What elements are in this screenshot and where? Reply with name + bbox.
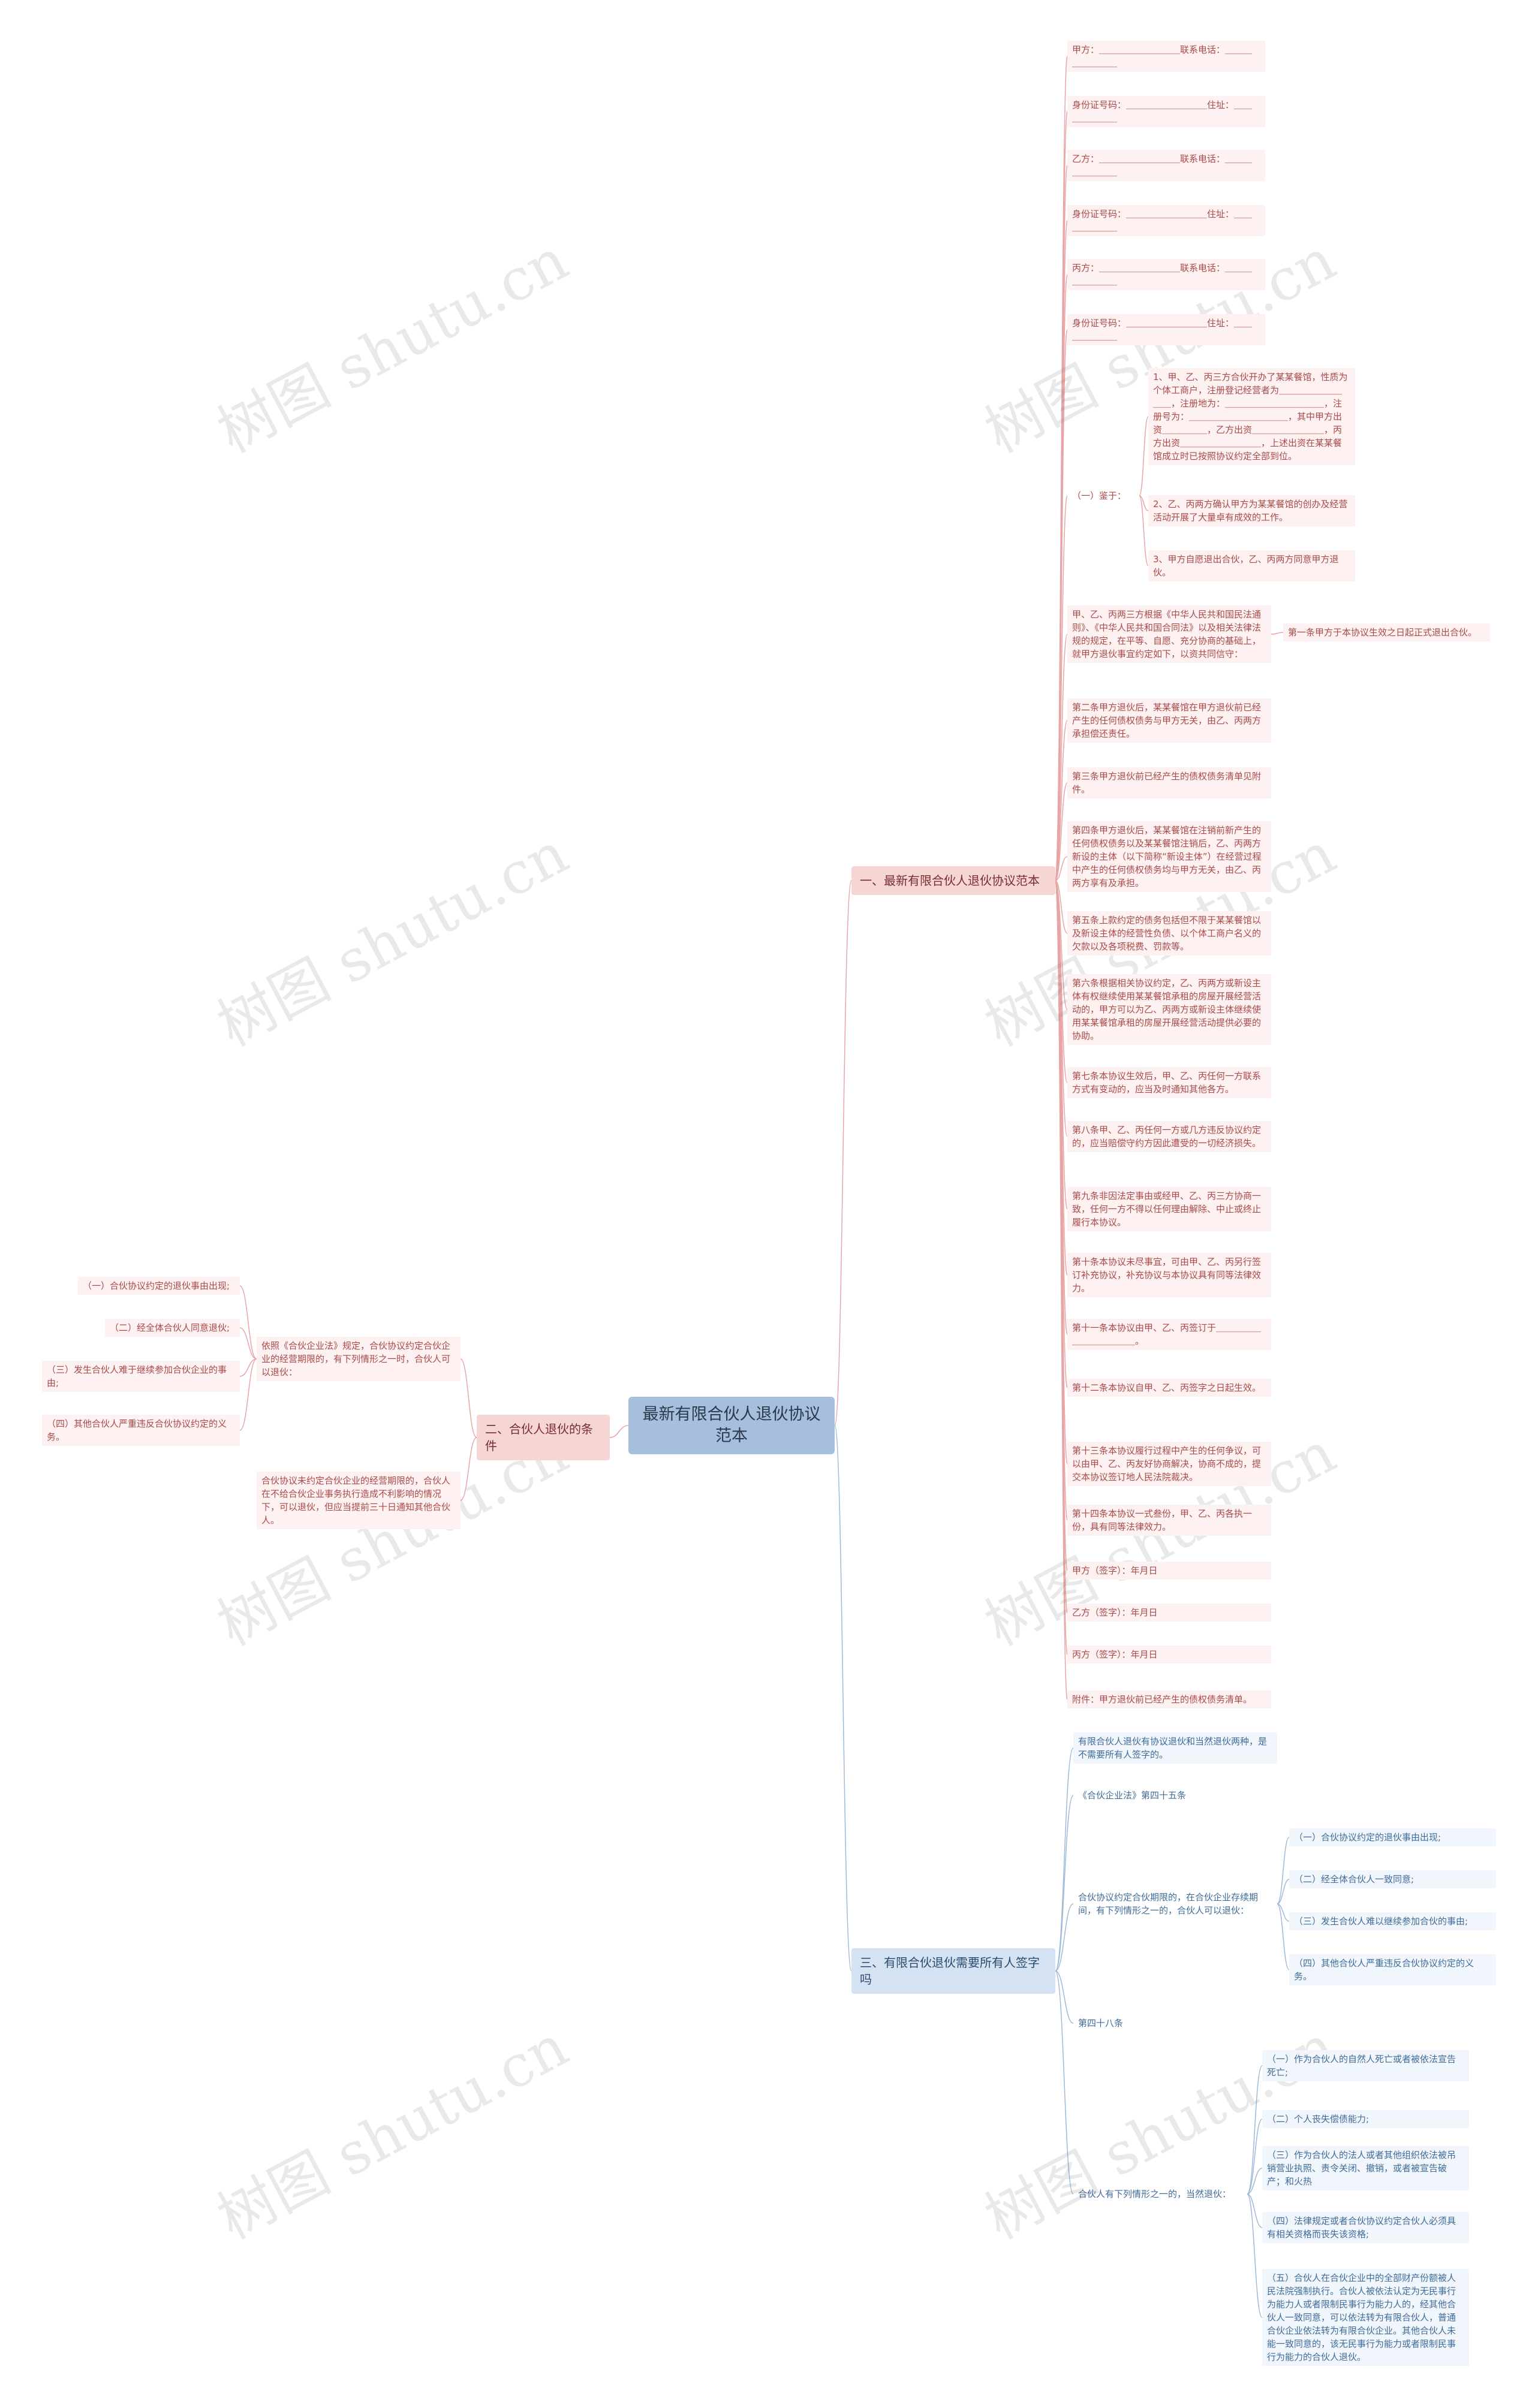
connector bbox=[1055, 880, 1068, 1010]
condition-item-3[interactable]: （三）发生合伙人难于继续参加合伙企业的事由; bbox=[42, 1361, 240, 1392]
conditions-without-term[interactable]: 合伙协议未约定合伙企业的经营期限的，合伙人在不给合伙企业事务执行造成不利影响的情… bbox=[257, 1472, 460, 1529]
article-item[interactable]: 第四条甲方退伙后，某某餐馆在注销前新产生的任何债权债务以及某某餐馆注销后，乙、丙… bbox=[1067, 821, 1271, 892]
connector bbox=[460, 1437, 477, 1501]
article-item[interactable]: 第十二条本协议自甲、乙、丙签字之日起生效。 bbox=[1067, 1379, 1271, 1397]
root-topic[interactable]: 最新有限合伙人退伙协议范本 bbox=[628, 1397, 835, 1454]
article-item[interactable]: 丙方（签字）：年月日 bbox=[1067, 1645, 1271, 1663]
automatic-item-2[interactable]: （二）个人丧失偿债能力; bbox=[1262, 2110, 1469, 2128]
party-a-line[interactable]: 甲方：＿＿＿＿＿＿＿＿＿联系电话：＿＿＿＿＿＿＿＿ bbox=[1067, 41, 1265, 72]
connector bbox=[1247, 2118, 1263, 2195]
agreement-preamble[interactable]: 甲、乙、丙两三方根据《中华人民共和国民法通则》、《中华人民共和国合同法》以及相关… bbox=[1067, 605, 1271, 663]
connector bbox=[1055, 1795, 1074, 1972]
article-item[interactable]: 第七条本协议生效后，甲、乙、丙任何一方联系方式有变动的，应当及时通知其他各方。 bbox=[1067, 1067, 1271, 1098]
connector bbox=[1247, 2168, 1263, 2195]
connector bbox=[1277, 1837, 1290, 1904]
article-item[interactable]: 第五条上款约定的债务包括但不限于某某餐馆以及新设主体的经营性负债、以个体工商户名… bbox=[1067, 911, 1271, 956]
voluntary-item-3[interactable]: （三）发生合伙人难以继续参加合伙的事由; bbox=[1289, 1912, 1496, 1930]
whereas-item-1[interactable]: 1、甲、乙、丙三方合伙开办了某某餐馆，性质为个体工商户，注册登记经营者为＿＿＿＿… bbox=[1148, 368, 1355, 465]
connector bbox=[1055, 856, 1068, 881]
automatic-item-4[interactable]: （四）法律规定或者合伙协议约定合伙人必须具有相关资格而丧失该资格; bbox=[1262, 2212, 1469, 2243]
connector bbox=[1247, 2193, 1263, 2228]
conditions-with-term[interactable]: 依照《合伙企业法》规定，合伙协议约定合伙企业的经营期限的，有下列情形之一时，合伙… bbox=[257, 1337, 460, 1381]
connector bbox=[1055, 1903, 1074, 1972]
whereas-item-3[interactable]: 3、甲方自愿退出合伙，乙、丙两方同意甲方退伙。 bbox=[1148, 550, 1355, 581]
article-item[interactable]: 第十四条本协议一式叁份，甲、乙、丙各执一份，具有同等法律效力。 bbox=[1067, 1505, 1271, 1536]
voluntary-withdrawal-rule[interactable]: 合伙协议约定合伙期限的，在合伙企业存续期间，有下列情形之一的，合伙人可以退伙： bbox=[1078, 1892, 1259, 1916]
branch-agreement-template[interactable]: 一、最新有限合伙人退伙协议范本 bbox=[851, 866, 1055, 895]
voluntary-item-4[interactable]: （四）其他合伙人严重违反合伙协议约定的义务。 bbox=[1289, 1954, 1496, 1985]
article-item[interactable]: 乙方（签字）：年月日 bbox=[1067, 1604, 1271, 1622]
connector bbox=[1055, 880, 1068, 1700]
connector bbox=[239, 1358, 257, 1377]
article-item[interactable]: 第三条甲方退伙前已经产生的债权债务清单见附件。 bbox=[1067, 767, 1271, 798]
article-item[interactable]: 第十三条本协议履行过程中产生的任何争议，可以由甲、乙、丙友好协商解决，协商不成的… bbox=[1067, 1442, 1271, 1486]
connector bbox=[1055, 1970, 1074, 2024]
connector bbox=[239, 1285, 257, 1360]
automatic-item-1[interactable]: （一）作为合伙人的自然人死亡或者被依法宣告死亡; bbox=[1262, 2050, 1469, 2081]
connector bbox=[239, 1327, 257, 1360]
connector bbox=[834, 880, 852, 1426]
party-c-id-line[interactable]: 身份证号码：＿＿＿＿＿＿＿＿＿住址：＿＿＿＿＿＿＿ bbox=[1067, 314, 1265, 345]
automatic-item-5[interactable]: （五）合伙人在合伙企业中的全部财产份额被人民法院强制执行。合伙人被依法认定为无民… bbox=[1262, 2269, 1469, 2366]
connector bbox=[1277, 1879, 1290, 1904]
connector bbox=[1247, 2193, 1263, 2318]
connector bbox=[1055, 782, 1068, 881]
condition-item-1[interactable]: （一）合伙协议约定的退伙事由出现; bbox=[78, 1277, 240, 1295]
article-item[interactable]: 第十一条本协议由甲、乙、丙签订于＿＿＿＿＿＿＿＿＿＿＿＿。 bbox=[1067, 1319, 1271, 1350]
branch-signature-question[interactable]: 三、有限合伙退伙需要所有人签字吗 bbox=[851, 1948, 1055, 1994]
condition-item-2[interactable]: （二）经全体合伙人同意退伙; bbox=[105, 1319, 240, 1337]
party-b-id-line[interactable]: 身份证号码：＿＿＿＿＿＿＿＿＿住址：＿＿＿＿＿＿＿ bbox=[1067, 205, 1265, 236]
connector bbox=[834, 1425, 852, 1972]
connector bbox=[1055, 1970, 1074, 2195]
article-item[interactable]: 第二条甲方退伙后，某某餐馆在甲方退伙前已经产生的任何债权债务与甲方无关，由乙、丙… bbox=[1067, 698, 1271, 743]
connector bbox=[239, 1358, 257, 1431]
branch-withdrawal-conditions[interactable]: 二、合伙人退伙的条件 bbox=[477, 1415, 610, 1460]
connector bbox=[460, 1358, 477, 1438]
whereas-label[interactable]: （一）鉴于： bbox=[1072, 490, 1127, 501]
article-1[interactable]: 第一条甲方于本协议生效之日起正式退出合伙。 bbox=[1283, 623, 1490, 641]
law-article-48[interactable]: 第四十八条 bbox=[1078, 2018, 1124, 2029]
article-item[interactable]: 甲方（签字）：年月日 bbox=[1067, 1562, 1271, 1580]
party-c-line[interactable]: 丙方：＿＿＿＿＿＿＿＿＿联系电话：＿＿＿＿＿＿＿＿ bbox=[1067, 259, 1265, 290]
connector bbox=[1271, 632, 1284, 635]
article-item[interactable]: 第八条甲、乙、丙任何一方或几方违反协议约定的，应当赔偿守约方因此遭受的一切经济损… bbox=[1067, 1121, 1271, 1152]
condition-item-4[interactable]: （四）其他合伙人严重违反合伙协议约定的义务。 bbox=[42, 1415, 240, 1446]
law-article-45[interactable]: 《合伙企业法》第四十五条 bbox=[1078, 1790, 1187, 1801]
voluntary-item-2[interactable]: （二）经全体合伙人一致同意; bbox=[1289, 1870, 1496, 1888]
automatic-withdrawal-rule[interactable]: 合伙人有下列情形之一的，当然退伙： bbox=[1078, 2189, 1232, 2199]
voluntary-item-1[interactable]: （一）合伙协议约定的退伙事由出现; bbox=[1289, 1828, 1496, 1846]
automatic-item-3[interactable]: （三）作为合伙人的法人或者其他组织依法被吊销营业执照、责令关闭、撤销，或者被宣告… bbox=[1262, 2146, 1469, 2190]
connector bbox=[609, 1425, 629, 1438]
connector bbox=[1055, 880, 1068, 934]
article-item[interactable]: 附件：甲方退伙前已经产生的债权债务清单。 bbox=[1067, 1690, 1271, 1708]
article-item[interactable]: 第六条根据相关协议约定，乙、丙两方或新设主体有权继续使用某某餐馆承租的房屋开展经… bbox=[1067, 974, 1271, 1045]
connector bbox=[1139, 416, 1149, 496]
connector bbox=[1055, 720, 1068, 881]
party-a-id-line[interactable]: 身份证号码：＿＿＿＿＿＿＿＿＿住址：＿＿＿＿＿＿＿ bbox=[1067, 96, 1265, 127]
connector bbox=[1247, 2065, 1263, 2195]
party-b-line[interactable]: 乙方：＿＿＿＿＿＿＿＿＿联系电话：＿＿＿＿＿＿＿＿ bbox=[1067, 150, 1265, 181]
connector bbox=[1139, 495, 1149, 566]
article-item[interactable]: 第九条非因法定事由或经甲、乙、丙三方协商一致，任何一方不得以任何理由解除、中止或… bbox=[1067, 1187, 1271, 1231]
signature-answer[interactable]: 有限合伙人退伙有协议退伙和当然退伙两种，是不需要所有人签字的。 bbox=[1073, 1732, 1277, 1764]
article-item[interactable]: 第十条本协议未尽事宜，可由甲、乙、丙另行签订补充协议，补充协议与本协议具有同等法… bbox=[1067, 1253, 1271, 1297]
whereas-item-2[interactable]: 2、乙、丙两方确认甲方为某某餐馆的创办及经营活动开展了大量卓有成效的工作。 bbox=[1148, 495, 1355, 526]
connector bbox=[1277, 1903, 1290, 1970]
